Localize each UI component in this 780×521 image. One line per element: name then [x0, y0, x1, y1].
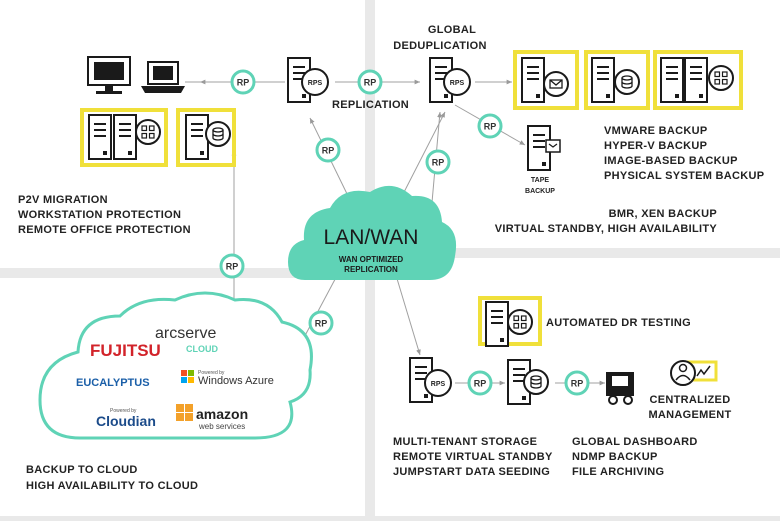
panel-top-left	[0, 0, 365, 268]
rps-label: RPS	[450, 80, 465, 87]
windows-azure-logo: Windows Azure	[198, 375, 274, 387]
lan-wan-subtitle-1: WAN OPTIMIZED	[339, 255, 404, 264]
svg-text:RP: RP	[237, 78, 250, 88]
rp-node: RP	[230, 69, 256, 95]
svg-text:RP: RP	[484, 122, 497, 132]
rps-server-bottom: RPS	[409, 357, 452, 403]
monitor-icon	[87, 56, 131, 94]
cloud-label-1: BACKUP TO CLOUD	[26, 464, 138, 476]
svg-text:RP: RP	[364, 78, 377, 88]
rp-node: RP	[219, 253, 245, 279]
provider-cloud: FUJITSU arcserve CLOUD EUCALYPTUS Powere…	[38, 291, 313, 440]
rps-label: RPS	[431, 381, 446, 388]
backup-type-2: HYPER-V BACKUP	[604, 140, 707, 152]
rp-node: RP	[315, 137, 341, 163]
rp-node: RP	[477, 113, 503, 139]
svg-text:RP: RP	[432, 158, 445, 168]
rp-node: RP	[425, 149, 451, 175]
database-server-icon	[584, 50, 650, 110]
amazon-logo: amazon	[196, 406, 248, 422]
centralized-label-2: MANAGEMENT	[648, 409, 731, 421]
p2v-label-3: REMOTE OFFICE PROTECTION	[18, 224, 191, 236]
lan-wan-subtitle-2: REPLICATION	[344, 265, 398, 274]
vm-server-icon	[653, 50, 743, 110]
cloud-label-2: HIGH AVAILABILITY TO CLOUD	[26, 480, 198, 492]
hyperv-servers-icon	[80, 108, 168, 167]
backup-type-3: IMAGE-BASED BACKUP	[604, 155, 738, 167]
tape-label-2: BACKUP	[525, 188, 555, 195]
azure-powered-by: Powered by	[198, 370, 225, 376]
cloudian-logo: Cloudian	[96, 413, 156, 429]
automated-dr-label: AUTOMATED DR TESTING	[546, 317, 691, 329]
truck-icon	[606, 372, 634, 405]
automated-dr-icon	[478, 296, 542, 347]
db-server-icon	[176, 108, 236, 167]
mail-server-icon	[513, 50, 579, 110]
rps-server-global-dedup: RPS	[429, 57, 471, 103]
global-dedup-label-2: DEDUPLICATION	[393, 40, 487, 52]
multi-tenant-label-3: JUMPSTART DATA SEEDING	[393, 466, 550, 478]
svg-text:RP: RP	[474, 379, 487, 389]
replication-label: REPLICATION	[332, 99, 409, 111]
dashboard-label-3: FILE ARCHIVING	[572, 466, 664, 478]
p2v-label-1: P2V MIGRATION	[18, 194, 108, 206]
tape-label-1: TAPE	[531, 177, 549, 184]
rp-node: RP	[564, 370, 590, 396]
dashboard-label-1: GLOBAL DASHBOARD	[572, 436, 698, 448]
amazon-boxes-icon	[176, 404, 193, 421]
arcserve-cloud-label: CLOUD	[186, 344, 218, 354]
rp-node: RP	[357, 69, 383, 95]
tape-backup-icon	[527, 125, 561, 171]
fujitsu-logo: FUJITSU	[90, 341, 161, 360]
svg-text:RP: RP	[226, 262, 239, 272]
bmr-label-1: BMR, XEN BACKUP	[609, 208, 717, 220]
multi-tenant-label-1: MULTI-TENANT STORAGE	[393, 436, 537, 448]
svg-text:RP: RP	[315, 319, 328, 329]
windows-logo-icon	[181, 370, 194, 383]
p2v-label-2: WORKSTATION PROTECTION	[18, 209, 181, 221]
lan-wan-cloud: LAN/WAN WAN OPTIMIZED REPLICATION	[288, 185, 457, 280]
dashboard-label-2: NDMP BACKUP	[572, 451, 658, 463]
panel-top-right	[375, 0, 780, 248]
eucalyptus-logo: EUCALYPTUS	[76, 377, 150, 389]
svg-text:RP: RP	[571, 379, 584, 389]
rp-node: RP	[467, 370, 493, 396]
svg-text:RP: RP	[322, 146, 335, 156]
rp-node: RP	[308, 310, 334, 336]
rps-server-top-left: RPS	[287, 57, 329, 103]
lan-wan-title: LAN/WAN	[324, 226, 419, 249]
centralized-label-1: CENTRALIZED	[650, 394, 731, 406]
laptop-icon	[141, 61, 185, 93]
amazon-web-services: web services	[198, 422, 245, 431]
management-user-icon	[670, 360, 718, 386]
rps-label: RPS	[308, 80, 323, 87]
cloudian-powered-by: Powered by	[110, 408, 137, 414]
backup-type-1: VMWARE BACKUP	[604, 125, 708, 137]
arcserve-logo: arcserve	[155, 325, 216, 342]
global-dedup-label-1: GLOBAL	[428, 24, 476, 36]
multi-tenant-label-2: REMOTE VIRTUAL STANDBY	[393, 451, 553, 463]
backup-type-4: PHYSICAL SYSTEM BACKUP	[604, 170, 764, 182]
bmr-label-2: VIRTUAL STANDBY, HIGH AVAILABILITY	[495, 223, 718, 235]
